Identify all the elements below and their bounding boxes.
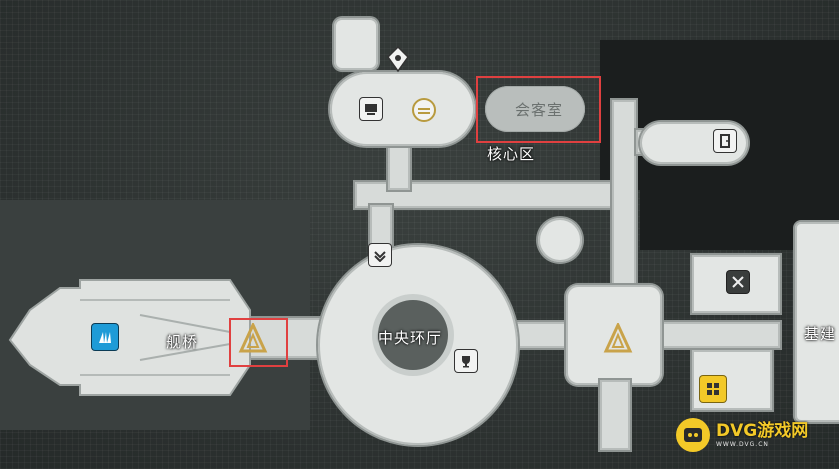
- teleport-anchor-east-icon[interactable]: [601, 322, 635, 356]
- shield-chevron-icon[interactable]: [369, 244, 391, 266]
- watermark: DVG游戏网 WWW.DVG.CN: [676, 415, 826, 455]
- door-icon[interactable]: [714, 130, 736, 152]
- label-core-zone: 核心区: [487, 145, 536, 163]
- core-pod[interactable]: [330, 72, 475, 146]
- round-room: [538, 218, 582, 262]
- watermark-main: DVG游戏网: [716, 420, 809, 441]
- label-reception: 会客室: [515, 101, 564, 119]
- label-bridge: 舰桥: [166, 333, 199, 351]
- crossed-tools-icon[interactable]: [727, 271, 749, 293]
- highlight-reception: [476, 76, 601, 143]
- void-top-right: [600, 40, 839, 190]
- waypoint-top-icon[interactable]: [385, 44, 411, 74]
- watermark-logo-icon: [676, 418, 710, 452]
- base-area[interactable]: [795, 222, 839, 422]
- bridge-ship[interactable]: [0, 270, 260, 410]
- label-central-hall: 中央环厅: [378, 329, 443, 347]
- reception-pod[interactable]: [485, 86, 585, 132]
- corridor-to-hall: [370, 205, 392, 255]
- label-base: 基建: [804, 325, 837, 343]
- top-small-room: [334, 18, 378, 70]
- terminal-icon[interactable]: [360, 98, 382, 120]
- watermark-sub: WWW.DVG.CN: [716, 440, 769, 448]
- east-hub-south: [600, 380, 630, 450]
- central-hall-core: [378, 300, 448, 370]
- portal-emblem-icon[interactable]: [410, 96, 438, 124]
- highlight-bridge-anchor: [229, 318, 288, 367]
- ship-control-icon[interactable]: [92, 324, 118, 350]
- trophy-icon[interactable]: [455, 350, 477, 372]
- teleport-anchor-bridge-icon[interactable]: [236, 322, 270, 356]
- puzzle-icon[interactable]: [700, 376, 726, 402]
